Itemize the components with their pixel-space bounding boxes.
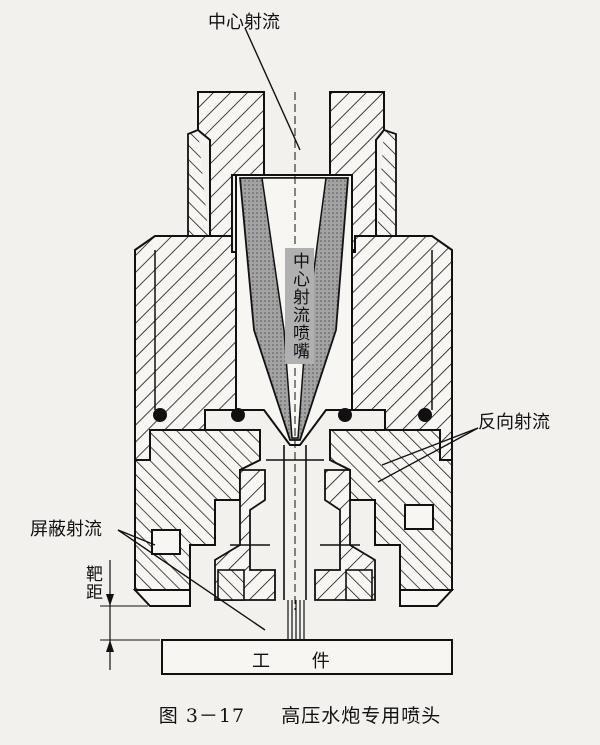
central-jet-label: 中心射流: [208, 12, 280, 33]
shield-jet-label: 屏蔽射流: [30, 519, 102, 540]
central-nozzle-label: 中心射流喷嘴: [285, 248, 314, 364]
lower-body: [132, 429, 455, 607]
reverse-jet-label: 反向射流: [478, 412, 550, 433]
leader-lines: [117, 27, 479, 631]
target-distance-label: 靶距: [82, 565, 102, 601]
figure-title: 高压水炮专用喷头: [281, 705, 442, 727]
figure-number: 图 3－17: [158, 705, 246, 727]
target-distance-dimension: [100, 560, 160, 670]
workpiece-label: 工 件: [252, 651, 348, 672]
workpiece-block: [161, 639, 453, 675]
figure-caption: 图 3－17 高压水炮专用喷头: [0, 701, 600, 728]
jet-streams: [287, 600, 305, 640]
